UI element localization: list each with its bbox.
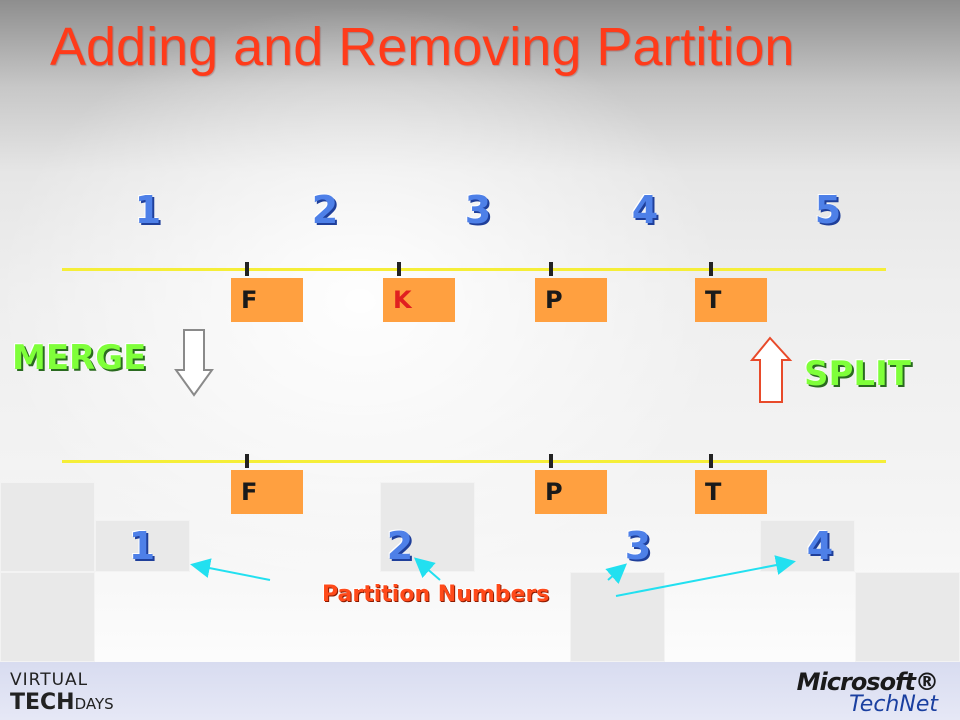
boundary-tick [709, 262, 713, 276]
bottom-partition-number: 1 [128, 524, 156, 568]
bottom-boundary-line [62, 460, 886, 463]
boundary-tick [709, 454, 713, 468]
top-partition-number: 1 [134, 188, 162, 232]
bottom-partition-number: 2 [386, 524, 414, 568]
background-tile [0, 572, 95, 662]
slide-title: Adding and Removing Partition [50, 17, 795, 77]
bottom-partition-number: 3 [624, 524, 652, 568]
up-arrow-icon [749, 336, 793, 403]
boundary-tick [245, 454, 249, 468]
bottom-partition-number: 4 [806, 524, 834, 568]
background-tile [0, 482, 95, 572]
boundary-tick [397, 262, 401, 276]
boundary-tick [549, 454, 553, 468]
annotation-arrow [615, 555, 796, 597]
boundary-box-f: F [231, 278, 303, 322]
top-boundary-line [62, 268, 886, 271]
brand-name: Microsoft® [796, 668, 939, 696]
top-partition-number: 4 [631, 188, 659, 232]
partition-numbers-label: Partition Numbers [322, 582, 550, 607]
annotation-arrow [413, 557, 441, 581]
boundary-box-f: F [231, 470, 303, 514]
boundary-box-p: P [535, 470, 607, 514]
annotation-arrow [605, 563, 628, 585]
microsoft-technet-logo: Microsoft® TechNet [796, 668, 939, 717]
split-label: SPLIT [804, 354, 911, 394]
boundary-box-t: T [695, 470, 767, 514]
logo-line2-days: DAYS [74, 695, 114, 713]
boundary-tick [549, 262, 553, 276]
down-arrow-icon [174, 329, 214, 397]
annotation-arrow [190, 558, 271, 581]
top-partition-number: 3 [464, 188, 492, 232]
footer-bar [0, 662, 960, 720]
top-partition-number: 2 [311, 188, 339, 232]
boundary-box-t: T [695, 278, 767, 322]
merge-label: MERGE [12, 338, 147, 378]
boundary-box-k: K [383, 278, 455, 322]
product-name: TechNet [849, 692, 938, 717]
boundary-tick [245, 262, 249, 276]
background-tile [380, 482, 475, 572]
background-tile [855, 572, 960, 662]
logo-line2-tech: TECH [10, 690, 75, 715]
top-partition-number: 5 [814, 188, 842, 232]
boundary-box-p: P [535, 278, 607, 322]
logo-line1: VIRTUAL [10, 670, 89, 690]
virtual-tech-days-logo: VIRTUAL TECHDAYS [10, 670, 114, 715]
background-tile [570, 572, 665, 662]
background-tile [95, 520, 190, 572]
